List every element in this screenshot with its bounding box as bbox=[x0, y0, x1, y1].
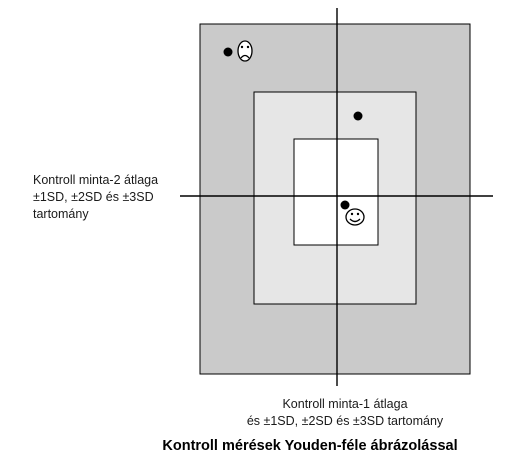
point-sad bbox=[223, 47, 233, 57]
x-axis-label-line: Kontroll minta-1 átlaga bbox=[282, 397, 408, 411]
y-axis-label: Kontroll minta-2 átlaga ±1SD, ±2SD és ±3… bbox=[33, 172, 193, 223]
smiley-face-icon bbox=[345, 208, 365, 226]
y-axis-label-line: Kontroll minta-2 átlaga bbox=[33, 173, 159, 187]
figure-caption: Kontroll mérések Youden-féle ábrázolássa… bbox=[162, 438, 458, 454]
point-plain bbox=[353, 111, 363, 121]
y-axis-label-line: ±1SD, ±2SD és ±3SD bbox=[33, 190, 154, 204]
x-axis-label: Kontroll minta-1 átlaga és ±1SD, ±2SD és… bbox=[200, 396, 490, 430]
x-axis-label-line: és ±1SD, ±2SD és ±3SD tartomány bbox=[246, 414, 444, 428]
point-happy bbox=[340, 200, 350, 210]
y-axis-label-line: tartomány bbox=[33, 207, 89, 221]
sad-face-icon bbox=[237, 40, 253, 62]
sd1-zone bbox=[293, 138, 379, 246]
